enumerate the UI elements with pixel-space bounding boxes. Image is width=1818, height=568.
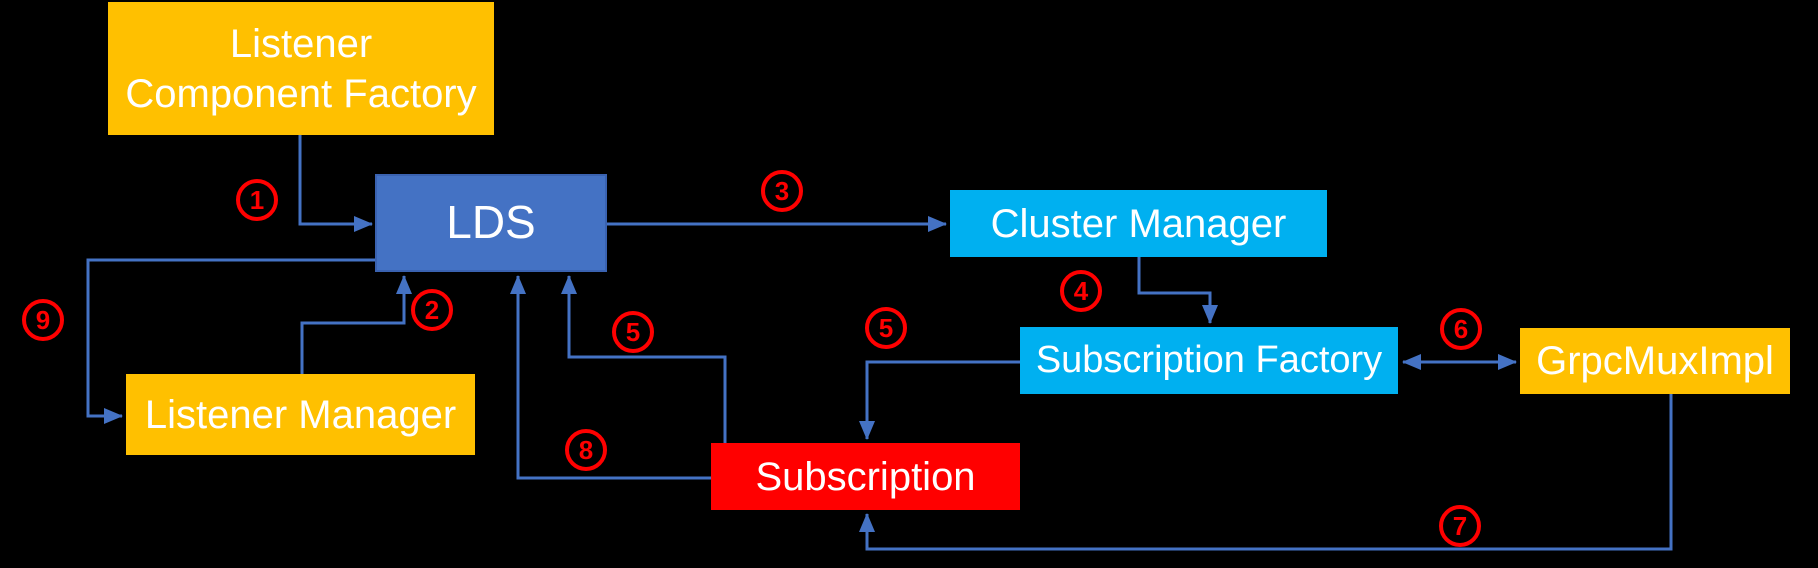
step-badge-5-subscription-to-lds: 5 [612,311,654,353]
step-badge-9: 9 [22,299,64,341]
step-badge-1: 1 [236,179,278,221]
node-listener-component-factory: Listener Component Factory [108,2,494,135]
node-lds: LDS [375,174,607,272]
arrow-5-subscription-to-lds [561,275,727,443]
step-badge-7: 7 [1439,505,1481,547]
step-badge-2: 2 [411,289,453,331]
arrow-4-cluster-manager-to-subscription-factory [1137,257,1218,324]
arrow-8-subscription-to-lds [510,275,711,480]
step-badge-4: 4 [1060,270,1102,312]
step-badge-6: 6 [1440,308,1482,350]
node-subscription-factory: Subscription Factory [1020,327,1398,394]
step-badge-3: 3 [761,170,803,212]
node-cluster-manager: Cluster Manager [950,190,1327,257]
step-badge-5-factory-to-subscription: 5 [865,307,907,349]
node-listener-manager: Listener Manager [126,374,475,455]
arrow-5-subscription-factory-to-subscription [859,360,1020,440]
node-grpc-mux-impl: GrpcMuxImpl [1520,328,1790,394]
node-subscription: Subscription [711,443,1020,510]
arrow-2-listener-manager-to-lds [300,275,412,374]
step-badge-8: 8 [565,429,607,471]
arrow-1-lcf-to-lds [298,135,373,232]
